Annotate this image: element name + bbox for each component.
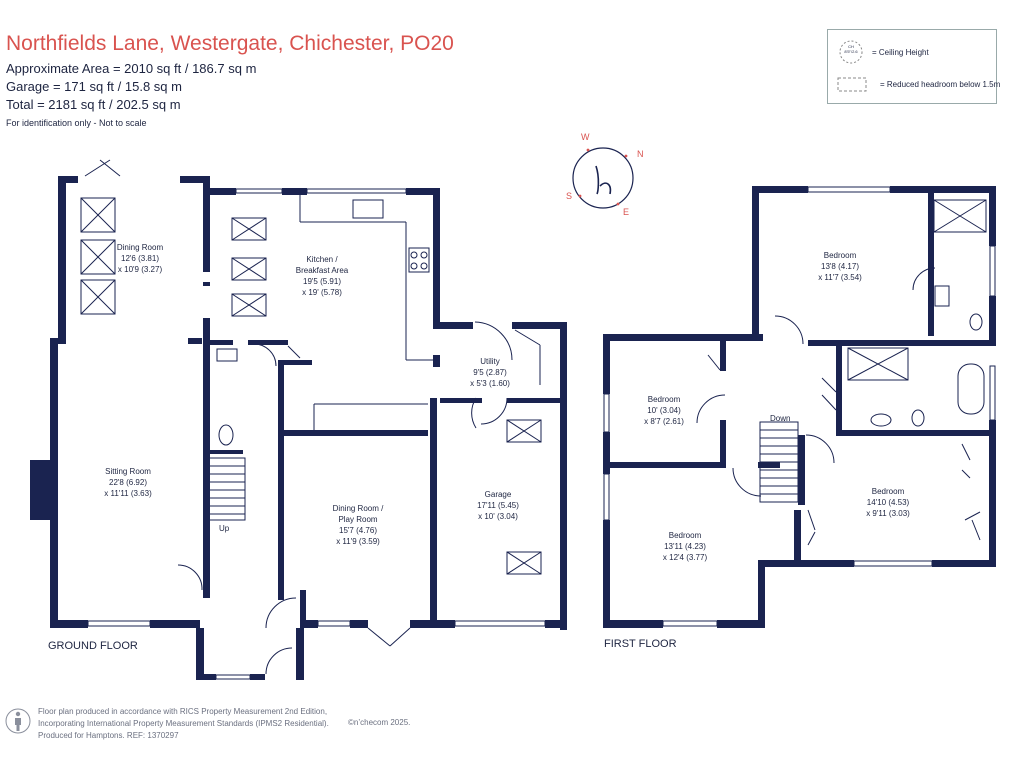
disclaimer: For identification only - Not to scale	[6, 118, 147, 128]
room-dim: Breakfast Area	[295, 266, 349, 275]
footer-line-1: Floor plan produced in accordance with R…	[38, 707, 328, 716]
room-dim: 15'7 (4.76)	[339, 526, 377, 535]
room-kitchen: Kitchen / Breakfast Area 19'5 (5.91) x 1…	[296, 254, 348, 298]
footer-line-2: Incorporating International Property Mea…	[38, 719, 329, 728]
room-dim: x 11'9 (3.59)	[336, 537, 380, 546]
room-dim: 22'8 (6.92)	[108, 478, 147, 487]
property-title: Northfields Lane, Westergate, Chichester…	[6, 32, 454, 55]
room-dim: x 10'9 (3.27)	[117, 265, 163, 274]
room-dim: 17'11 (5.45)	[477, 501, 519, 510]
compass-w: W	[581, 132, 590, 142]
room-dim: x 10' (3.04)	[478, 512, 518, 521]
footer-line-3: Produced for Hamptons. REF: 1370297	[38, 731, 179, 740]
room-play-room: Dining Room / Play Room 15'7 (4.76) x 11…	[333, 503, 384, 547]
room-dim: x 9'11 (3.03)	[866, 509, 910, 518]
garage-area: Garage = 171 sq ft / 15.8 sq m	[6, 79, 182, 94]
room-dim: x 19' (5.78)	[302, 288, 342, 297]
room-dim: 13'8 (4.17)	[821, 262, 859, 271]
legend-box	[827, 29, 997, 104]
room-dim: x 11'7 (3.54)	[818, 273, 862, 282]
room-dim: x 12'4 (3.77)	[662, 553, 708, 562]
ground-floor-label: GROUND FLOOR	[48, 640, 138, 652]
total-area: Total = 2181 sq ft / 202.5 sq m	[6, 97, 181, 112]
room-name: Bedroom	[668, 531, 702, 540]
stairs-up-label: Up	[219, 524, 230, 533]
footer-notes: Floor plan produced in accordance with R…	[38, 706, 329, 742]
room-dim: 12'6 (3.81)	[121, 254, 159, 263]
room-name: Kitchen /	[306, 255, 338, 264]
room-dim: x 8'7 (2.61)	[644, 417, 684, 426]
room-dining-room: Dining Room 12'6 (3.81) x 10'9 (3.27)	[117, 242, 163, 275]
room-dim: 14'10 (4.53)	[866, 498, 910, 507]
room-name: Sitting Room	[105, 467, 151, 476]
room-bedroom-1: Bedroom 13'8 (4.17) x 11'7 (3.54)	[818, 250, 862, 283]
room-name: Bedroom	[647, 395, 681, 404]
room-dim: 10' (3.04)	[647, 406, 681, 415]
room-name: Utility	[480, 357, 500, 366]
room-dim: Play Room	[338, 515, 378, 524]
room-name: Bedroom	[823, 251, 857, 260]
approx-area: Approximate Area = 2010 sq ft / 186.7 sq…	[6, 61, 257, 76]
room-bedroom-2: Bedroom 10' (3.04) x 8'7 (2.61)	[644, 394, 684, 427]
room-name: Bedroom	[871, 487, 905, 496]
room-dim: 19'5 (5.91)	[302, 277, 341, 286]
room-name: Dining Room	[116, 243, 164, 252]
brand-credit: ©n’checom 2025.	[348, 718, 411, 727]
ceiling-height-label: = Ceiling Height	[872, 48, 929, 57]
room-garage: Garage 17'11 (5.45) x 10' (3.04)	[477, 489, 519, 522]
compass-s: S	[566, 191, 573, 201]
first-floor-label: FIRST FLOOR	[604, 638, 677, 650]
room-dim: x 5'3 (1.60)	[470, 379, 510, 388]
room-name: Dining Room /	[332, 504, 384, 513]
room-dim: x 11'11 (3.63)	[104, 489, 152, 498]
compass-e: E	[623, 207, 630, 217]
room-name: Garage	[484, 490, 512, 499]
room-bedroom-4: Bedroom 14'10 (4.53) x 9'11 (3.03)	[866, 486, 910, 519]
room-sitting-room: Sitting Room 22'8 (6.92) x 11'11 (3.63)	[104, 466, 151, 499]
room-utility: Utility 9'5 (2.87) x 5'3 (1.60)	[470, 356, 510, 389]
stairs-down-label: Down	[770, 414, 791, 423]
reduced-headroom-label: = Reduced headroom below 1.5m	[880, 80, 1001, 89]
room-dim: 13'11 (4.23)	[664, 542, 706, 551]
compass-n: N	[637, 149, 644, 159]
ceiling-height-icon: CH 8'5"/2.6	[844, 44, 858, 54]
room-bedroom-3: Bedroom 13'11 (4.23) x 12'4 (3.77)	[663, 530, 707, 563]
room-dim: 9'5 (2.87)	[473, 368, 507, 377]
